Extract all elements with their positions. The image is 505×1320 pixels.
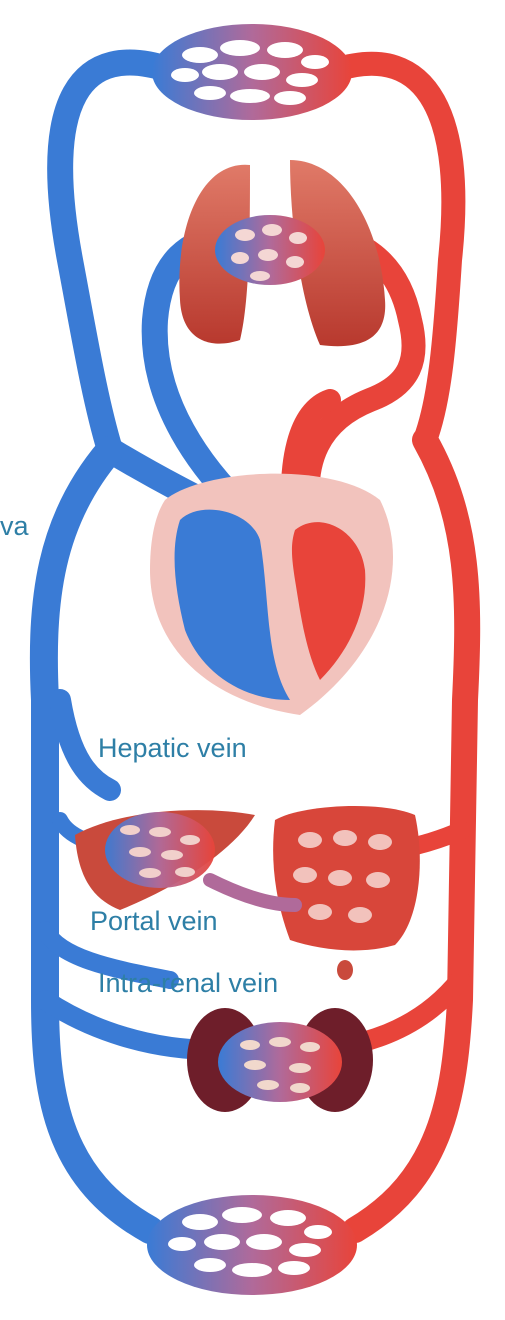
vena-cava-label: va <box>0 513 29 540</box>
lower-body-capillary-bed <box>147 1195 357 1295</box>
hepatic-capillary-bed <box>105 812 215 888</box>
portal-vein-label: Portal vein <box>90 908 218 935</box>
kidneys <box>187 1008 373 1112</box>
lungs <box>179 160 385 346</box>
heart <box>150 474 393 715</box>
upper-body-capillary-bed <box>152 24 352 120</box>
renal-capillary-bed <box>218 1022 342 1102</box>
hepatic-vein-label: Hepatic vein <box>98 735 247 762</box>
intra-renal-vein-label: Intra-renal vein <box>98 970 278 997</box>
